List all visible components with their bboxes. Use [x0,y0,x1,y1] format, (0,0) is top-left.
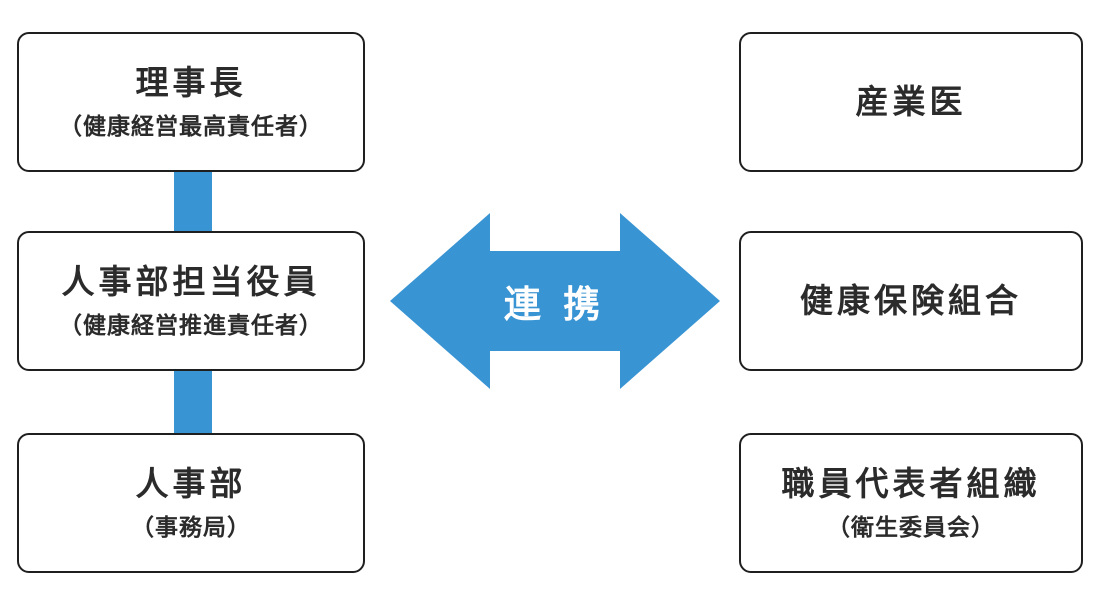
box-hr-department: 人事部 （事務局） [17,433,365,573]
box-employee-representative-org-subtitle: （衛生委員会） [827,514,995,540]
box-chairman-subtitle: （健康経営最高責任者） [59,113,323,139]
box-hr-executive: 人事部担当役員 （健康経営推進責任者） [17,231,365,371]
box-health-insurance-union-title: 健康保険組合 [800,281,1022,319]
box-hr-department-subtitle: （事務局） [131,514,251,540]
box-health-insurance-union: 健康保険組合 [739,231,1083,371]
link-arrow-label: 連 携 [503,284,607,325]
box-hr-executive-subtitle: （健康経営推進責任者） [59,312,323,338]
box-hr-department-title: 人事部 [135,464,247,502]
box-occupational-physician-title: 産業医 [855,82,967,120]
box-hr-executive-title: 人事部担当役員 [61,262,321,300]
box-chairman: 理事長 （健康経営最高責任者） [17,32,365,172]
vertical-connector-top [174,168,212,238]
vertical-connector-bottom [174,367,212,439]
box-employee-representative-org-title: 職員代表者組織 [781,464,1041,502]
box-employee-representative-org: 職員代表者組織 （衛生委員会） [739,433,1083,573]
box-occupational-physician: 産業医 [739,32,1083,172]
double-arrow-icon [390,213,720,389]
box-chairman-title: 理事長 [135,63,247,101]
